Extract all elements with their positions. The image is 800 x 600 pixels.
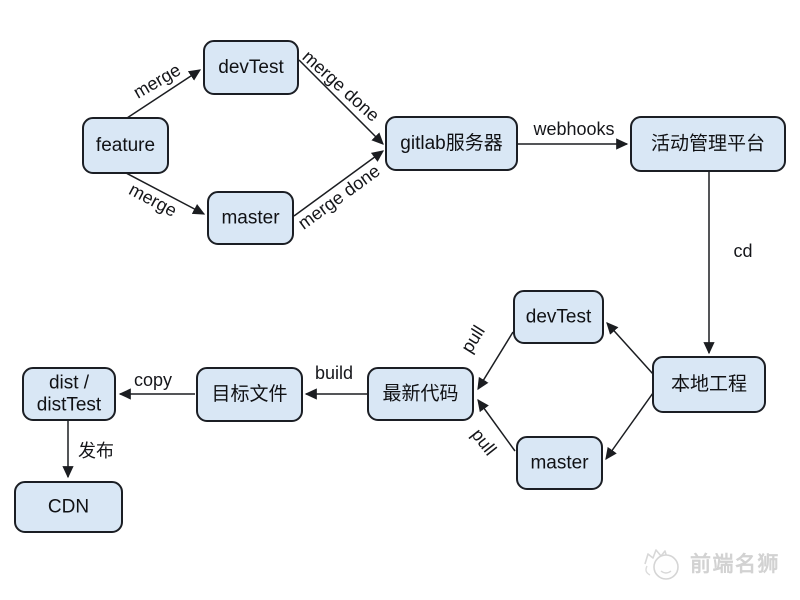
edge-label-pull-master: pull — [467, 425, 500, 459]
node-box-master-local — [516, 436, 603, 490]
edge-label-merge-feature-devtest: merge — [130, 60, 184, 103]
node-box-devtest-remote — [203, 40, 299, 95]
watermark-text: 前端名狮 — [690, 553, 780, 576]
node-label-local-project: 本地工程 — [671, 373, 747, 395]
node-label-master-remote: master — [221, 208, 280, 229]
node-label-target-files: 目标文件 — [211, 383, 287, 405]
node-box-dist-disttest — [22, 367, 116, 421]
node-master-remote: master — [207, 191, 294, 245]
node-label-dist-disttest: dist / — [49, 373, 90, 394]
node-latest-code: 最新代码 — [367, 367, 474, 421]
node-box-devtest-local — [513, 290, 604, 344]
node-feature: feature — [82, 117, 169, 174]
node-box-activity-platform — [630, 116, 786, 172]
edge-label-webhooks: webhooks — [532, 119, 614, 139]
node-box-target-files — [196, 367, 303, 422]
edge-merge-done-devtest — [298, 59, 384, 145]
node-box-cdn — [14, 481, 123, 533]
node-label-master-local: master — [530, 453, 589, 474]
edge-label-merge-done-devtest: merge done — [299, 46, 384, 125]
node-label-gitlab-server: gitlab服务器 — [400, 132, 502, 154]
node-box-gitlab-server — [385, 116, 518, 171]
edge-merge-feature-master — [125, 172, 206, 215]
edge-label-pull-devtest: pull — [457, 322, 489, 356]
watermark: 前端名狮 — [641, 544, 780, 582]
edge-label-merge-done-master: merge done — [294, 161, 383, 234]
edge-checkout-devtest — [606, 322, 654, 375]
node-target-files: 目标文件 — [196, 367, 303, 422]
lion-logo-icon — [644, 549, 679, 580]
node-gitlab-server: gitlab服务器 — [385, 116, 518, 171]
node-local-project: 本地工程 — [652, 356, 766, 413]
node-label-activity-platform: 活动管理平台 — [651, 133, 765, 155]
node-box-local-project — [652, 356, 766, 413]
node-label-devtest-remote: devTest — [218, 57, 284, 78]
node-label-dist-disttest: distTest — [37, 395, 102, 416]
node-label-cdn: CDN — [48, 497, 89, 518]
node-label-devtest-local: devTest — [526, 307, 592, 328]
edge-label-copy: copy — [134, 370, 172, 390]
edge-label-merge-feature-master: merge — [126, 179, 180, 221]
node-label-latest-code: 最新代码 — [382, 383, 458, 405]
edge-pull-devtest — [477, 331, 514, 391]
edge-pull-master — [477, 398, 516, 452]
node-devtest-local: devTest — [513, 290, 604, 344]
node-box-latest-code — [367, 367, 474, 421]
node-box-feature — [82, 117, 169, 174]
edge-merge-feature-devtest — [126, 69, 202, 119]
edge-label-cd: cd — [733, 241, 752, 261]
edge-label-build: build — [315, 363, 353, 383]
edge-merge-done-master — [293, 150, 385, 217]
node-dist-disttest: dist /distTest — [22, 367, 116, 421]
edge-checkout-master — [605, 392, 654, 461]
node-master-local: master — [516, 436, 603, 490]
node-cdn: CDN — [14, 481, 123, 533]
node-devtest-remote: devTest — [203, 40, 299, 95]
edge-label-publish: 发布 — [78, 441, 114, 461]
node-activity-platform: 活动管理平台 — [630, 116, 786, 172]
node-box-master-remote — [207, 191, 294, 245]
node-label-feature: feature — [96, 135, 155, 156]
